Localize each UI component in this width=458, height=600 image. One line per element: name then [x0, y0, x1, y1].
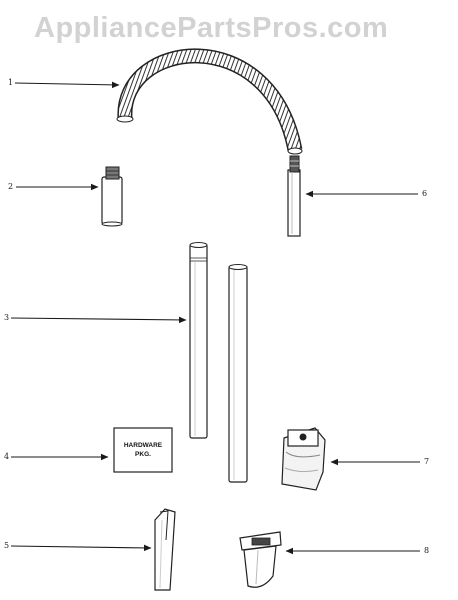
extension-wand-part [189, 242, 208, 439]
hose-end-fitting-part [287, 155, 301, 237]
extension-wand-part-2 [228, 264, 248, 483]
callout-1: 1 [8, 78, 14, 87]
hose-connector-part [101, 166, 123, 227]
leader-arrow-1 [14, 81, 120, 89]
hose-part [116, 48, 303, 155]
callout-4: 4 [4, 452, 10, 461]
leader-arrow-3 [10, 316, 187, 324]
watermark-text: AppliancePartsPros.com [34, 12, 389, 44]
leader-lines [10, 81, 420, 555]
callout-2: 2 [8, 182, 14, 191]
callout-3: 3 [4, 313, 10, 322]
hardware-card-line2: PKG. [135, 451, 151, 458]
callout-5: 5 [4, 541, 10, 550]
leader-arrow-5 [10, 544, 152, 552]
hardware-package-part: HARDWARE PKG. [113, 427, 173, 473]
upholstery-nozzle-part [239, 531, 282, 588]
callout-7: 7 [424, 457, 430, 466]
callout-6: 6 [422, 189, 428, 198]
dust-bag-part [281, 427, 326, 491]
hardware-card-line1: HARDWARE [124, 442, 163, 449]
crevice-tool-part [154, 508, 176, 591]
callout-8: 8 [424, 546, 430, 555]
